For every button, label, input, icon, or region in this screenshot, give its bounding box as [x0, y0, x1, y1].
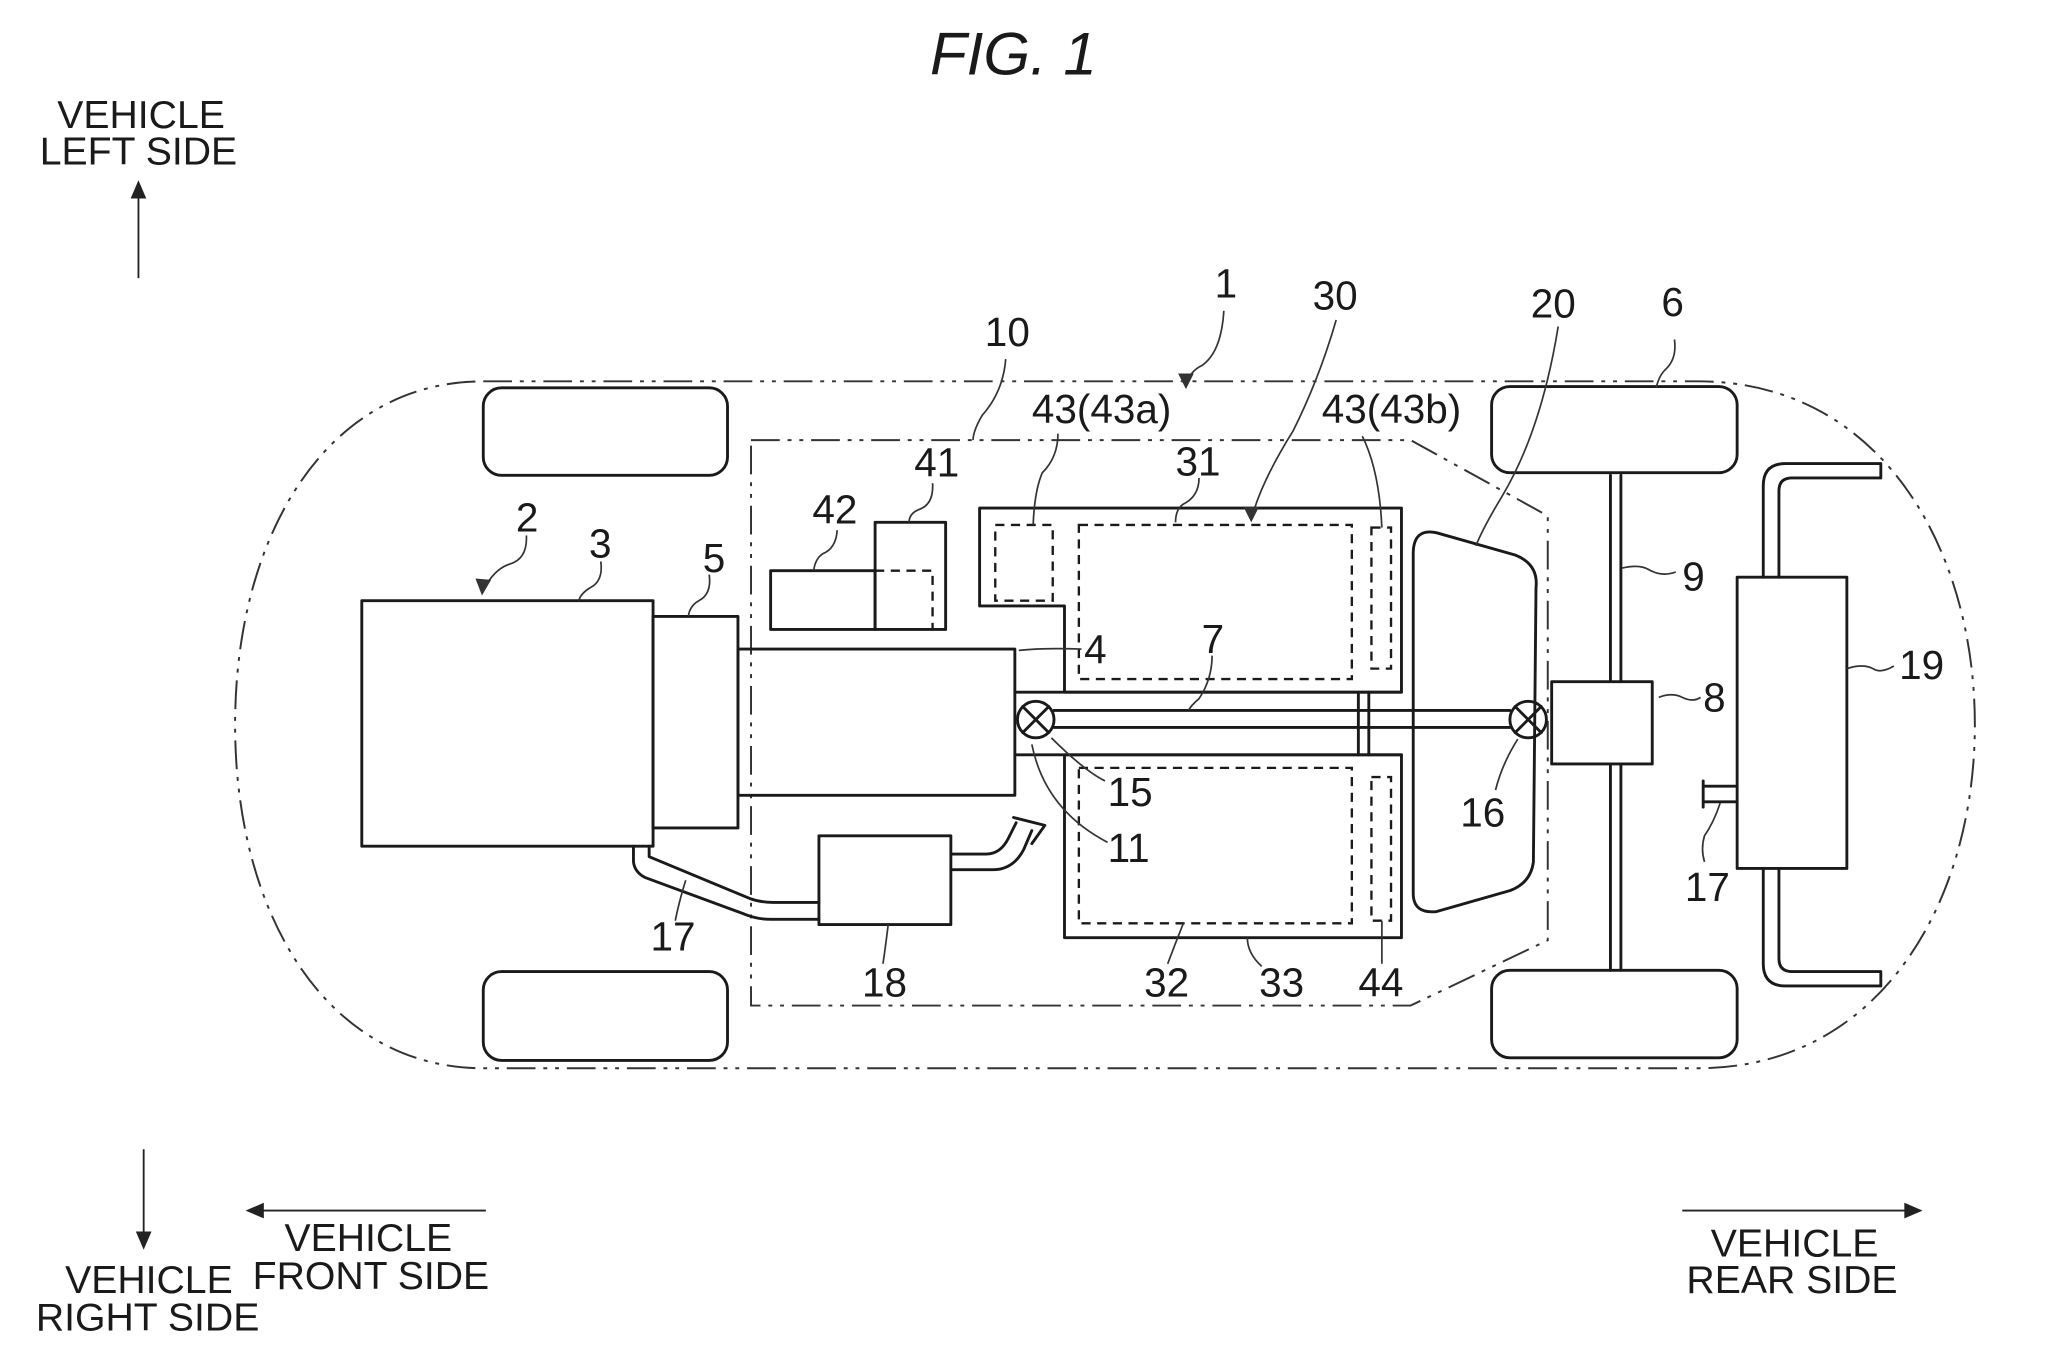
label-32: 32 [1144, 959, 1189, 1005]
rear-left-wheel [1490, 385, 1739, 475]
exhaust-pipe-to-rear [949, 821, 1034, 872]
label-11: 11 [1108, 825, 1150, 871]
label-33: 33 [1259, 959, 1304, 1005]
label-30: 30 [1313, 273, 1358, 319]
fuel-tank [1411, 530, 1538, 914]
direction-left-indicator: VEHICLE LEFT SIDE [40, 94, 237, 279]
arrow-left-icon [245, 1202, 486, 1219]
component-41-box [873, 520, 948, 631]
catalyst-box [817, 834, 953, 927]
label-7: 7 [1202, 616, 1225, 662]
label-3: 3 [589, 521, 612, 567]
exhaust-pipe-stub-rear [1701, 779, 1739, 809]
direction-rear-line2: REAR SIDE [1686, 1259, 1897, 1302]
label-43a: 43(43a) [1032, 386, 1172, 432]
direction-front-line2: FRONT SIDE [253, 1255, 490, 1298]
cooling-device-43a [994, 523, 1054, 602]
exhaust-pipe-front [632, 844, 821, 921]
direction-left-line2: LEFT SIDE [40, 131, 237, 174]
tail-pipe-upper [1761, 462, 1883, 579]
transmission-box [736, 647, 1017, 797]
tail-pipe-lower [1761, 867, 1883, 988]
leader-lines [475, 310, 1895, 968]
battery-module-upper [1077, 523, 1354, 681]
rear-right-wheel [1490, 968, 1739, 1060]
direction-right-line2: RIGHT SIDE [36, 1297, 259, 1340]
label-31: 31 [1176, 438, 1221, 484]
label-9: 9 [1682, 553, 1705, 599]
direction-right-line1: VEHICLE [65, 1259, 233, 1302]
label-42: 42 [812, 487, 857, 533]
clutch-housing-box [651, 614, 740, 830]
label-18: 18 [862, 959, 907, 1005]
figure-title: FIG. 1 [930, 20, 1097, 87]
label-16: 16 [1460, 790, 1505, 836]
label-6: 6 [1661, 279, 1684, 325]
front-right-wheel [481, 970, 729, 1062]
label-2: 2 [516, 495, 539, 541]
component-44 [1370, 775, 1393, 922]
component-42-box [769, 569, 877, 631]
direction-front-line1: VEHICLE [284, 1217, 452, 1260]
label-1: 1 [1215, 261, 1238, 307]
battery-module-lower [1077, 766, 1354, 925]
center-region-outline [750, 439, 1549, 1007]
differential-box [1550, 680, 1654, 766]
component-42-hidden-outline [875, 569, 934, 630]
label-4: 4 [1084, 626, 1107, 672]
direction-rear-indicator: VEHICLE REAR SIDE [1682, 1202, 1923, 1302]
label-43b: 43(43b) [1322, 386, 1462, 432]
exhaust-flow-arrow-icon [1012, 816, 1047, 846]
direction-rear-line1: VEHICLE [1711, 1222, 1879, 1265]
direction-front-indicator: VEHICLE FRONT SIDE [245, 1202, 490, 1298]
vehicle-body-outline [234, 380, 1976, 1070]
label-5: 5 [703, 535, 726, 581]
label-17-front: 17 [650, 914, 695, 960]
engine-box [360, 599, 655, 848]
cooling-device-43b [1370, 526, 1393, 670]
direction-left-line1: VEHICLE [57, 94, 225, 137]
label-44: 44 [1358, 959, 1403, 1005]
direction-right-indicator: VEHICLE RIGHT SIDE [36, 1149, 259, 1340]
label-20: 20 [1531, 280, 1576, 326]
label-41: 41 [914, 440, 959, 486]
rear-universal-joint-icon [1508, 699, 1548, 740]
arrow-down-icon [135, 1149, 152, 1250]
arrow-right-icon [1682, 1202, 1923, 1219]
label-10: 10 [985, 309, 1030, 355]
label-19: 19 [1899, 642, 1944, 688]
label-8: 8 [1703, 675, 1726, 721]
front-left-wheel [481, 386, 729, 477]
arrow-up-icon [130, 180, 147, 279]
label-17-rear: 17 [1685, 864, 1730, 910]
muffler-box [1735, 575, 1849, 870]
label-15: 15 [1108, 769, 1153, 815]
front-universal-joint-icon [1016, 699, 1056, 740]
